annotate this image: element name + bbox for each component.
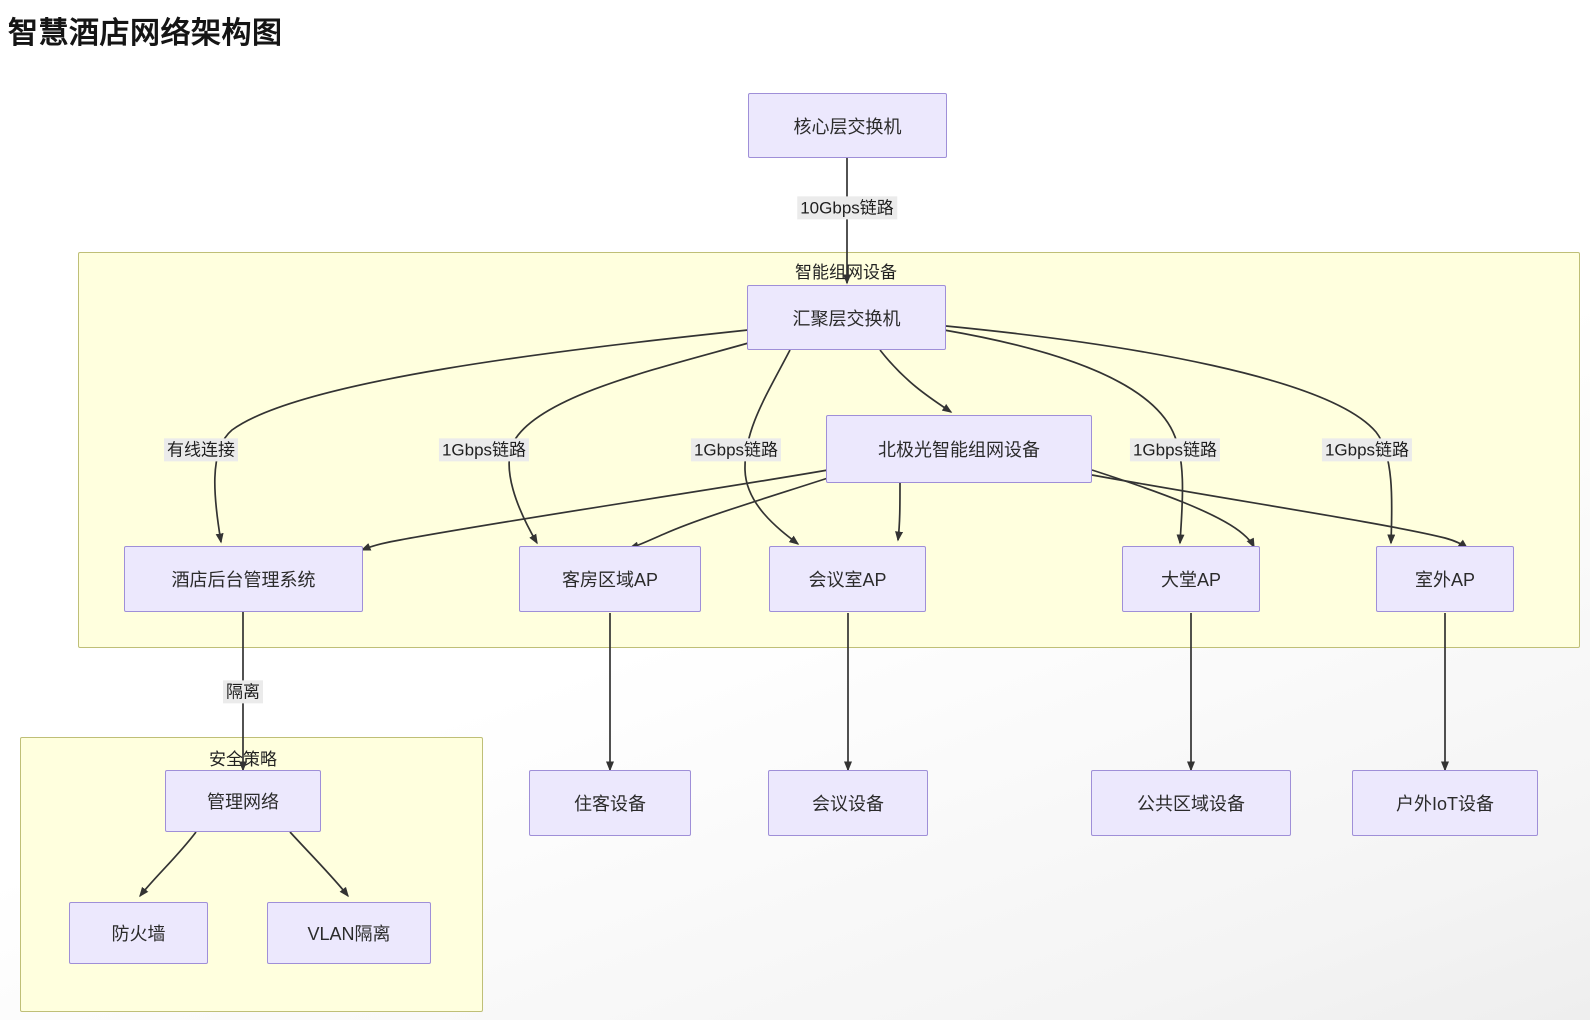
node-aggregation-switch[interactable]: 汇聚层交换机 <box>747 285 946 350</box>
page-title: 智慧酒店网络架构图 <box>8 17 283 50</box>
cluster-network-devices-label: 智能组网设备 <box>795 263 897 282</box>
node-vlan-isolation[interactable]: VLAN隔离 <box>267 902 431 964</box>
node-management-network[interactable]: 管理网络 <box>165 770 321 832</box>
node-public-area-devices[interactable]: 公共区域设备 <box>1091 770 1291 836</box>
node-firewall[interactable]: 防火墙 <box>69 902 208 964</box>
node-core-switch[interactable]: 核心层交换机 <box>748 93 947 158</box>
node-guest-devices[interactable]: 住客设备 <box>529 770 691 836</box>
node-lobby-ap[interactable]: 大堂AP <box>1122 546 1260 612</box>
edge-label-agg-to-backend: 有线连接 <box>164 438 238 462</box>
edge-label-agg-to-ap-lobby: 1Gbps链路 <box>1129 438 1221 462</box>
node-outdoor-iot-devices[interactable]: 户外IoT设备 <box>1352 770 1538 836</box>
edge-label-agg-to-ap-out: 1Gbps链路 <box>1321 438 1413 462</box>
node-meetingroom-ap[interactable]: 会议室AP <box>769 546 926 612</box>
edge-label-backend-to-mgmt: 隔离 <box>223 680 263 704</box>
cluster-security-policy-label: 安全策略 <box>209 750 277 769</box>
node-meeting-devices[interactable]: 会议设备 <box>768 770 928 836</box>
edge-label-agg-to-ap-room: 1Gbps链路 <box>438 438 530 462</box>
edge-label-agg-to-ap-meet: 1Gbps链路 <box>690 438 782 462</box>
edge-label-core-to-agg: 10Gbps链路 <box>797 196 897 220</box>
node-outdoor-ap[interactable]: 室外AP <box>1376 546 1514 612</box>
node-guestroom-ap[interactable]: 客房区域AP <box>519 546 701 612</box>
node-aurora-device[interactable]: 北极光智能组网设备 <box>826 415 1092 483</box>
node-hotel-backend-system[interactable]: 酒店后台管理系统 <box>124 546 363 612</box>
